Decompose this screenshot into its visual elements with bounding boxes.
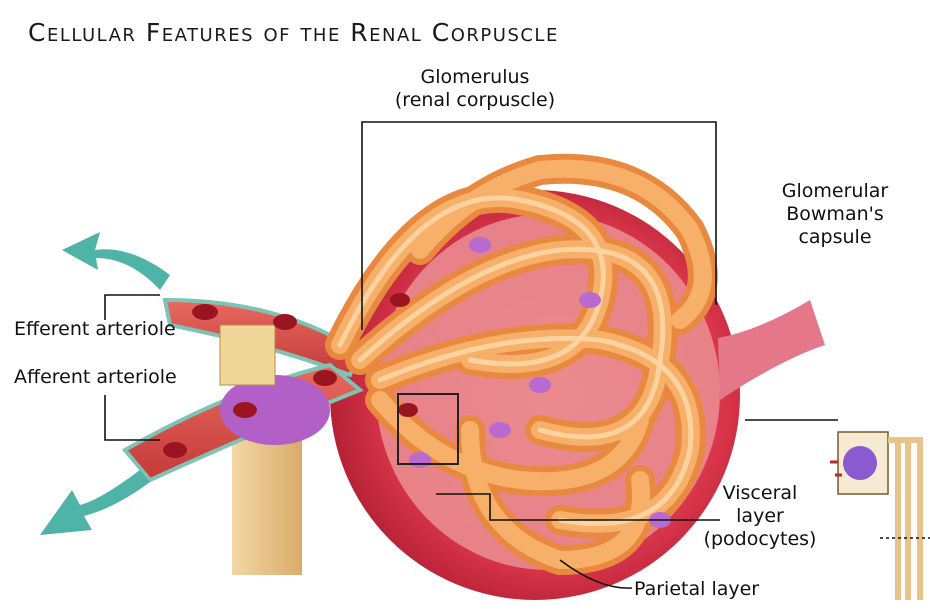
glomerulus-label-line2: (renal corpuscle) <box>380 89 570 112</box>
bowmans-capsule-label: Glomerular Bowman's capsule <box>760 180 910 249</box>
glomerulus-label: Glomerulus (renal corpuscle) <box>380 66 570 112</box>
visceral-label-line2: layer <box>690 505 830 528</box>
proximal-tubule-outlet <box>718 300 825 400</box>
visceral-label-line3: (podocytes) <box>690 528 830 551</box>
afferent-arteriole-label: Afferent arteriole <box>14 366 177 389</box>
nephron-inset <box>830 432 920 600</box>
macula-densa <box>220 325 275 385</box>
parietal-layer-label: Parietal layer <box>634 578 759 601</box>
visceral-label-line1: Visceral <box>690 482 830 505</box>
capsule-label-line1: Glomerular <box>760 180 910 203</box>
efferent-arteriole-label: Efferent arteriole <box>14 318 176 341</box>
diagram-title: Cellular Features of the Renal Corpuscle <box>28 18 559 47</box>
visceral-layer-label: Visceral layer (podocytes) <box>690 482 830 551</box>
glomerulus-label-line1: Glomerulus <box>380 66 570 89</box>
efferent-flow-arrow <box>62 232 170 290</box>
capsule-label-line2: Bowman's <box>760 203 910 226</box>
capsule-label-line3: capsule <box>760 226 910 249</box>
afferent-flow-arrow <box>40 470 150 535</box>
